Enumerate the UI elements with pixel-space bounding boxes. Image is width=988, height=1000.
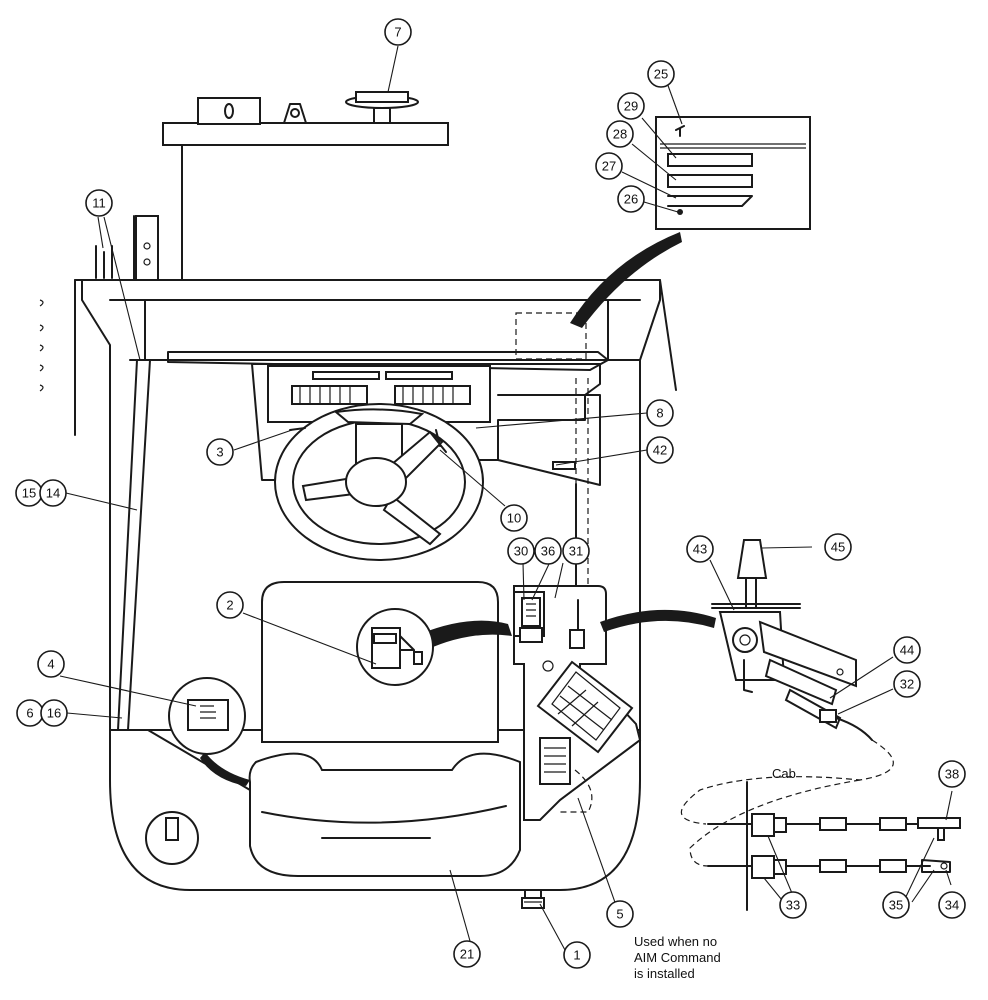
callout-35: 35 [882, 891, 910, 919]
side-console [513, 585, 642, 821]
svg-text:4: 4 [47, 657, 54, 672]
callout-11: 11 [85, 189, 113, 217]
left-side-wall [39, 245, 131, 436]
svg-text:26: 26 [624, 192, 638, 207]
switch-detail-bubble [356, 608, 512, 686]
callout-32: 32 [893, 670, 921, 698]
callout-34: 34 [938, 891, 966, 919]
service-switch-bubble [168, 677, 250, 786]
leader-lines [59, 45, 953, 951]
note-line-2: AIM Command [634, 950, 721, 965]
svg-text:10: 10 [507, 511, 521, 526]
callout-14: 14 [39, 479, 67, 507]
svg-text:44: 44 [900, 643, 914, 658]
svg-text:45: 45 [831, 540, 845, 555]
callout-30: 30 [507, 537, 535, 565]
svg-text:35: 35 [889, 898, 903, 913]
cab-label: Cab [772, 766, 796, 781]
callout-8: 8 [646, 399, 674, 427]
svg-text:32: 32 [900, 677, 914, 692]
svg-text:11: 11 [92, 196, 106, 211]
callout-42: 42 [646, 436, 674, 464]
callout-44: 44 [893, 636, 921, 664]
rotating-beacon [345, 91, 419, 124]
svg-text:29: 29 [624, 99, 638, 114]
callout-33: 33 [779, 891, 807, 919]
note-line-1: Used when no [634, 934, 717, 949]
installation-note: Used when no AIM Command is installed [634, 934, 721, 981]
control-cables: Cab [680, 739, 961, 911]
lever-detail-pointer [600, 609, 716, 632]
svg-text:34: 34 [945, 898, 959, 913]
callout-36: 36 [534, 537, 562, 565]
seat [248, 581, 521, 877]
svg-text:28: 28 [613, 127, 627, 142]
hand-lever-assembly [711, 539, 873, 741]
callout-3: 3 [206, 438, 234, 466]
svg-text:2: 2 [226, 598, 233, 613]
callout-25: 25 [647, 60, 675, 88]
svg-text:27: 27 [602, 159, 616, 174]
callout-21: 21 [453, 940, 481, 968]
svg-text:30: 30 [514, 544, 528, 559]
svg-text:38: 38 [945, 767, 959, 782]
bottom-fitting [521, 889, 545, 909]
svg-text:7: 7 [394, 25, 401, 40]
note-line-3: is installed [634, 966, 695, 981]
svg-text:1: 1 [573, 948, 580, 963]
overhead-unit [133, 91, 449, 281]
svg-text:43: 43 [693, 542, 707, 557]
svg-text:16: 16 [47, 706, 61, 721]
svg-text:5: 5 [616, 907, 623, 922]
svg-text:8: 8 [656, 406, 663, 421]
svg-text:33: 33 [786, 898, 800, 913]
callout-43: 43 [686, 535, 714, 563]
svg-text:25: 25 [654, 67, 668, 82]
svg-text:15: 15 [22, 486, 36, 501]
callout-38: 38 [938, 760, 966, 788]
callout-28: 28 [606, 120, 634, 148]
callout-10: 10 [500, 504, 528, 532]
callout-27: 27 [595, 152, 623, 180]
callout-45: 45 [824, 533, 852, 561]
svg-text:36: 36 [541, 544, 555, 559]
callout-7: 7 [384, 18, 412, 46]
label-location-marker [515, 312, 587, 360]
label-detail [655, 116, 811, 230]
callout-16: 16 [40, 699, 68, 727]
callout-6: 6 [16, 699, 44, 727]
svg-text:21: 21 [460, 947, 474, 962]
svg-text:3: 3 [216, 445, 223, 460]
callout-5: 5 [606, 900, 634, 928]
detail-pointer [570, 232, 682, 328]
callout-4: 4 [37, 650, 65, 678]
svg-text:6: 6 [26, 706, 33, 721]
callout-15: 15 [15, 479, 43, 507]
callout-31: 31 [562, 537, 590, 565]
svg-text:31: 31 [569, 544, 583, 559]
svg-text:42: 42 [653, 443, 667, 458]
callout-1: 1 [563, 941, 591, 969]
steering-wheel [274, 403, 484, 561]
callout-26: 26 [617, 185, 645, 213]
callout-29: 29 [617, 92, 645, 120]
callout-2: 2 [216, 591, 244, 619]
svg-text:14: 14 [46, 486, 60, 501]
